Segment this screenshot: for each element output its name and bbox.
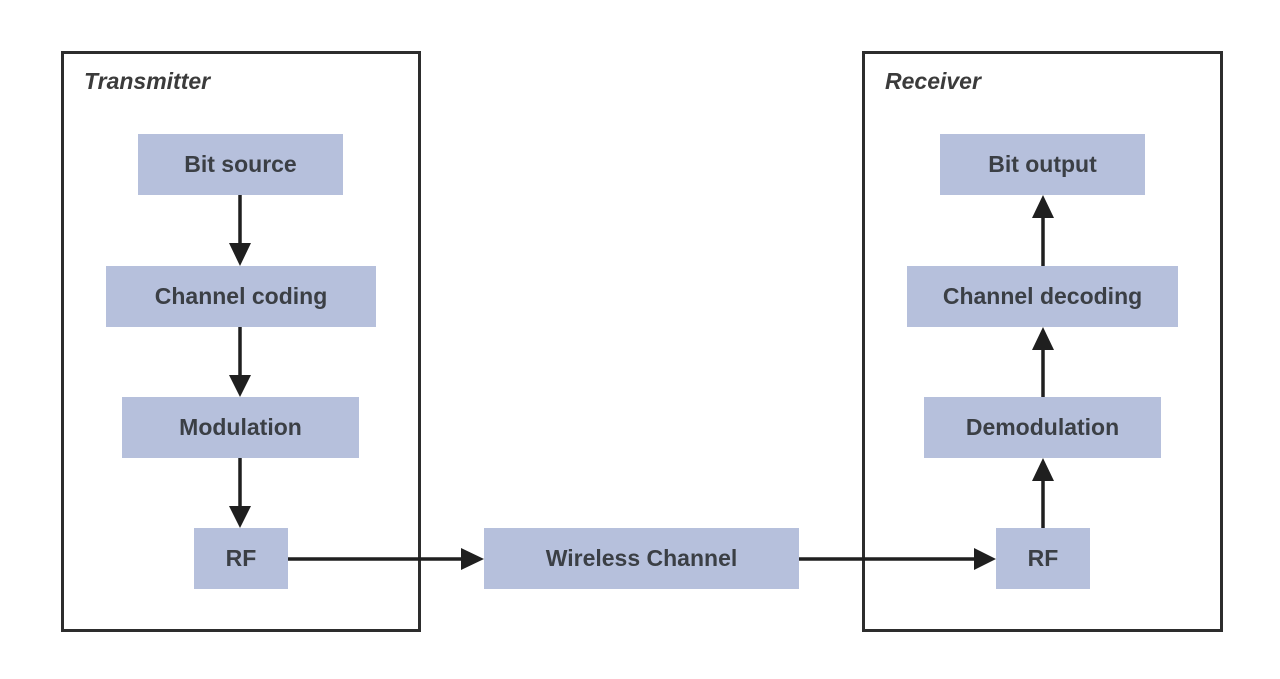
modulation-block: Modulation bbox=[122, 397, 359, 458]
receiver-title: Receiver bbox=[885, 68, 981, 94]
bit-source-block: Bit source bbox=[138, 134, 343, 195]
arrowhead-4 bbox=[461, 548, 484, 570]
transmitter-title: Transmitter bbox=[84, 68, 211, 94]
demodulation-block: Demodulation bbox=[924, 397, 1161, 458]
channel-decoding-block: Channel decoding bbox=[907, 266, 1178, 327]
receiver-rf-block: RF bbox=[996, 528, 1090, 589]
bit-output-block: Bit output bbox=[940, 134, 1145, 195]
wireless-channel-block: Wireless Channel bbox=[484, 528, 799, 589]
transmitter-rf-block: RF bbox=[194, 528, 288, 589]
channel-coding-block: Channel coding bbox=[106, 266, 376, 327]
